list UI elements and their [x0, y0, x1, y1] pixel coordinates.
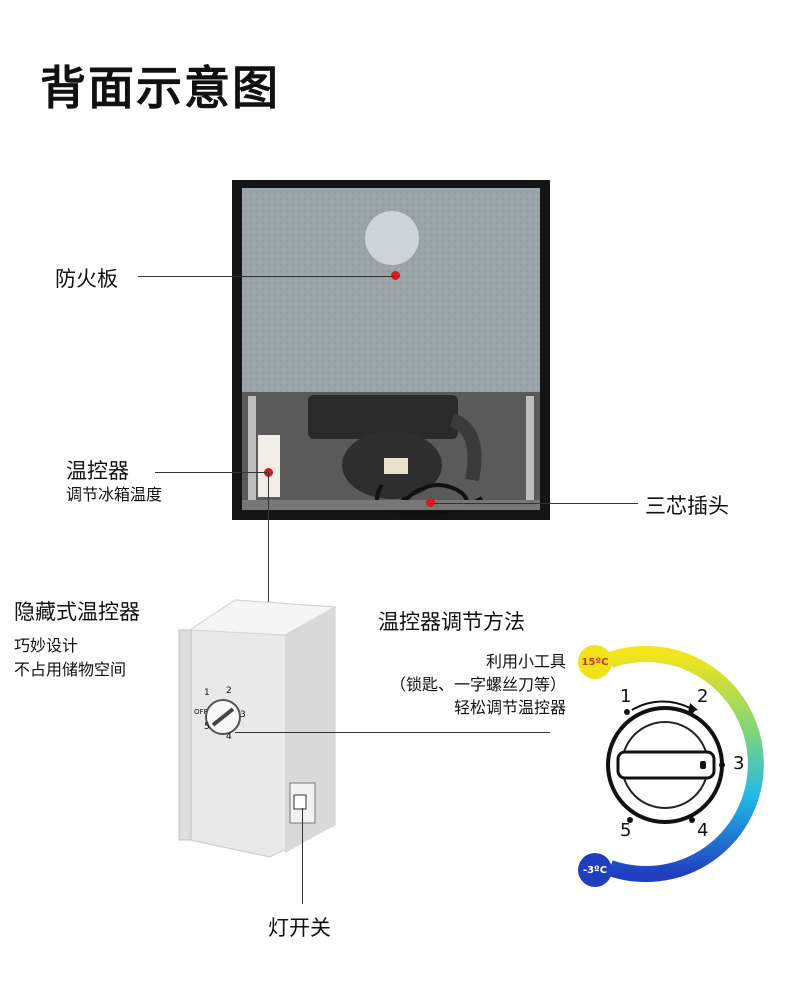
dial-number-2: 2	[697, 686, 709, 707]
device-mark-off: OFF	[194, 708, 208, 716]
plug-leader	[430, 503, 638, 504]
light-switch-vertical-leader	[302, 808, 303, 904]
device-mark-2: 2	[226, 686, 232, 696]
dial-number-3: 3	[733, 753, 745, 774]
device-dial-marks: 1 2 3 4 5 OFF	[194, 686, 256, 748]
device-mark-3: 3	[240, 710, 246, 720]
plug-marker	[426, 498, 435, 507]
temp-high-badge: 15ºC	[578, 645, 612, 679]
hidden-desc-2: 不占用储物空间	[14, 660, 127, 679]
temp-low-badge: -3ºC	[578, 853, 612, 887]
thermostat-label: 温控器	[66, 459, 129, 483]
hidden-thermostat-label: 隐藏式温控器	[14, 600, 140, 624]
thermostat-desc: 调节冰箱温度	[66, 485, 163, 504]
plug-label: 三芯插头	[645, 494, 729, 518]
device-mark-5: 5	[204, 722, 210, 732]
fridge-back-image	[232, 180, 550, 520]
dial-leader	[235, 732, 550, 733]
thermostat-vertical-leader	[268, 472, 269, 604]
method-line-1: 利用小工具	[485, 652, 566, 671]
dial-diagram	[570, 640, 780, 890]
thermostat-box-image	[175, 595, 340, 865]
dial-number-5: 5	[620, 820, 632, 841]
fire-board-label: 防火板	[55, 267, 118, 291]
light-switch-label: 灯开关	[268, 916, 331, 940]
fire-board-marker	[391, 271, 400, 280]
device-mark-1: 1	[204, 688, 210, 698]
method-line-2: （锁匙、一字螺丝刀等）	[389, 675, 566, 694]
fire-board-leader	[138, 276, 394, 277]
dial-number-4: 4	[697, 820, 709, 841]
page-title: 背面示意图	[40, 61, 280, 115]
device-mark-4: 4	[226, 732, 232, 742]
dial-number-1: 1	[620, 686, 632, 707]
temp-high-label: 15ºC	[581, 656, 609, 668]
thermostat-leader	[155, 472, 267, 473]
hidden-desc-1: 巧妙设计	[14, 636, 79, 655]
method-line-3: 轻松调节温控器	[453, 698, 566, 717]
method-title: 温控器调节方法	[378, 610, 525, 634]
temp-low-label: -3ºC	[582, 864, 608, 876]
